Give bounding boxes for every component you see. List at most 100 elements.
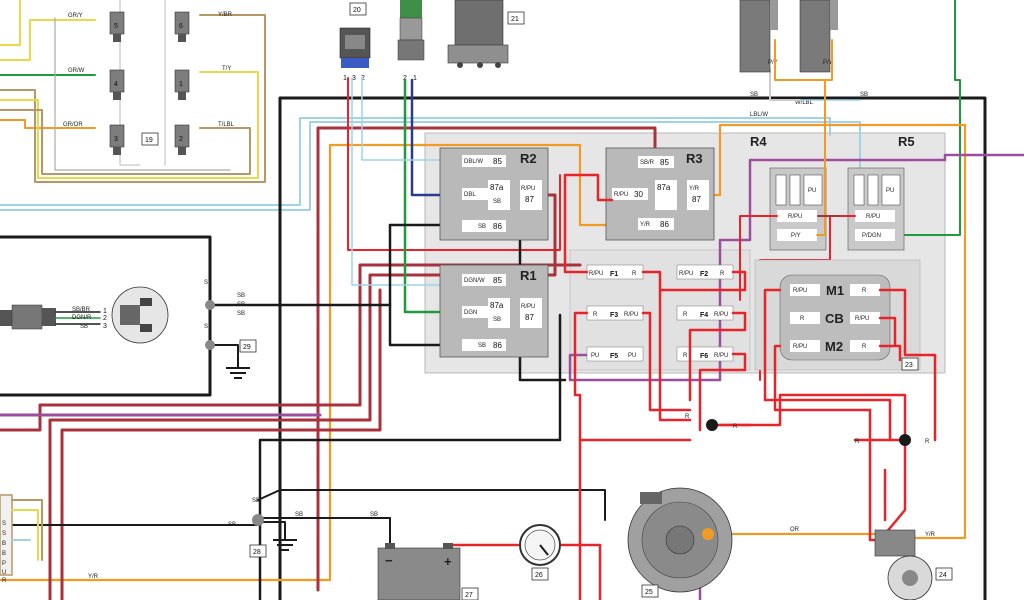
red-wire	[773, 344, 872, 412]
fuel-injector-icon: 3	[109, 124, 125, 155]
svg-text:PU: PU	[886, 188, 894, 194]
svg-text:−: −	[385, 553, 393, 568]
ignition-coil-pair: P/Y P/Y	[739, 0, 838, 73]
lightblue-bus	[0, 117, 831, 206]
svg-text:1: 1	[179, 81, 183, 88]
bus-label: SB	[237, 302, 245, 308]
bus-label: LBL/W	[750, 112, 768, 118]
red-wire	[853, 438, 907, 542]
svg-text:4: 4	[114, 81, 118, 88]
svg-text:S: S	[2, 531, 6, 537]
red-wire	[641, 270, 692, 422]
bus-label: SB	[204, 280, 212, 286]
svg-text:R: R	[862, 288, 867, 294]
svg-text:DGN: DGN	[464, 310, 477, 316]
orange-wire	[816, 79, 826, 236]
svg-text:R: R	[800, 316, 805, 322]
red-wire	[698, 352, 747, 432]
svg-text:1: 1	[413, 75, 417, 82]
orange-wire	[708, 123, 967, 540]
red-pu-wire	[48, 193, 557, 600]
black-ground-bus	[278, 96, 987, 600]
svg-text:+: +	[444, 554, 452, 569]
bus-label: SB	[237, 293, 245, 299]
injector-wire-label: T/LBL	[218, 122, 235, 128]
fuel-injector-icon: 4	[109, 69, 125, 100]
red-wire	[868, 408, 882, 542]
svg-text:DBL/W: DBL/W	[464, 159, 483, 165]
svg-text:P/Y: P/Y	[823, 60, 833, 66]
fuel-injector-icon: 5	[109, 11, 125, 42]
green-wire	[889, 0, 961, 236]
svg-text:87: 87	[692, 195, 701, 204]
svg-text:R/PU: R/PU	[521, 186, 535, 192]
bus-label: SB	[370, 512, 378, 518]
svg-text:R/PU: R/PU	[714, 312, 728, 318]
black-wire	[0, 235, 212, 397]
svg-text:2: 2	[361, 75, 365, 82]
red-pu-wire	[316, 126, 657, 592]
wire-label: Y/R	[88, 574, 99, 580]
svg-text:PU: PU	[628, 353, 636, 359]
junction	[252, 514, 264, 526]
fuse-f4: R F4 R/PU	[676, 305, 734, 321]
red-wire	[560, 543, 602, 600]
relay-r4: R4 PU R/PU P/Y	[750, 134, 827, 251]
w-lbl-wire	[769, 69, 801, 101]
svg-text:25: 25	[645, 589, 653, 596]
svg-text:3: 3	[103, 323, 107, 330]
svg-text:R2: R2	[520, 151, 537, 166]
component-number-19	[141, 132, 159, 146]
svg-text:2: 2	[403, 75, 407, 82]
wire-label: OR	[790, 527, 800, 533]
svg-text:DGN/W: DGN/W	[464, 278, 485, 284]
component-number-19-text: 19	[145, 137, 153, 144]
svg-text:P/DGN: P/DGN	[862, 233, 881, 239]
bus-label: W/LBL	[795, 100, 814, 106]
starter-24: 24	[874, 529, 953, 600]
left-connector: SB/BR DGN/R SB 1 2 3	[0, 304, 107, 330]
red-pu-wire	[60, 288, 382, 600]
svg-text:R/PU: R/PU	[714, 353, 728, 359]
fuse-f6: R F6 R/PU	[676, 346, 734, 362]
battery-27: − + 27	[377, 543, 479, 600]
red-wire	[763, 288, 892, 442]
svg-text:87a: 87a	[490, 183, 504, 192]
connector-20: 1 3 2 20	[339, 2, 371, 82]
svg-text:26: 26	[535, 572, 543, 579]
svg-text:30: 30	[634, 190, 643, 199]
svg-text:M1: M1	[826, 283, 844, 298]
svg-text:SB: SB	[493, 317, 501, 323]
svg-text:U: U	[2, 570, 6, 576]
wire-label: Y/R	[925, 532, 936, 538]
green-wire	[351, 77, 461, 286]
red-wire	[710, 393, 907, 442]
bus-label: SB	[204, 324, 212, 330]
svg-text:87: 87	[525, 195, 534, 204]
svg-text:R3: R3	[686, 151, 703, 166]
junction	[899, 434, 911, 446]
svg-text:3: 3	[114, 136, 118, 143]
left-wire-bundle: S S B B P U R	[0, 494, 43, 584]
alternator-25: 25	[627, 487, 733, 598]
component-number-29-text: 29	[243, 344, 251, 351]
fuse-f2: R/PU F2 R	[676, 264, 734, 280]
wire-label: R	[855, 439, 860, 445]
wire-label: R	[733, 424, 738, 430]
junction	[205, 300, 215, 310]
ground-symbol-icon	[273, 539, 297, 551]
svg-text:R: R	[683, 312, 688, 318]
svg-text:86: 86	[493, 222, 502, 231]
red-wire	[573, 311, 692, 442]
svg-text:F3: F3	[610, 312, 618, 319]
svg-text:2: 2	[103, 315, 107, 322]
svg-text:R/PU: R/PU	[793, 288, 807, 294]
red-wire	[878, 316, 897, 347]
red-wire	[658, 270, 747, 292]
bus-label: SB	[750, 92, 758, 98]
svg-text:PU: PU	[808, 188, 816, 194]
injector-wire-label: GR/OR	[63, 122, 83, 128]
junction	[205, 340, 215, 350]
bus-label: SB	[228, 522, 236, 528]
svg-text:R/PU: R/PU	[855, 316, 869, 322]
